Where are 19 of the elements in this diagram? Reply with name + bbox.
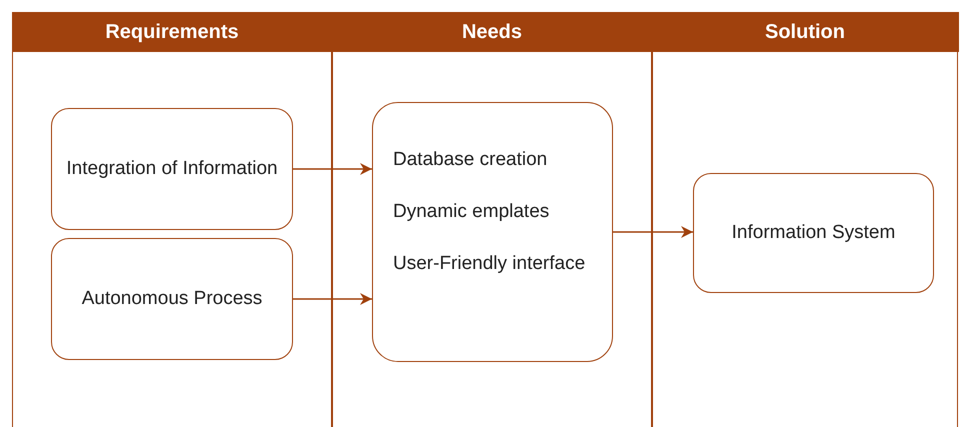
lane-header: Solution <box>652 12 958 52</box>
process-box <box>51 238 293 360</box>
process-box <box>51 108 293 230</box>
arrow <box>293 163 372 175</box>
swimlane <box>652 12 958 427</box>
box-text: Database creation <box>393 149 548 171</box>
lane-header: Requirements <box>12 12 332 52</box>
box-text: Information System <box>732 222 896 244</box>
arrow <box>293 293 372 305</box>
process-box <box>372 102 613 362</box>
swimlane <box>332 12 652 427</box>
arrow <box>613 226 693 238</box>
swimlane <box>12 12 332 427</box>
box-text: Autonomous Process <box>82 288 262 310</box>
box-text: Integration of Information <box>66 158 278 180</box>
box-text: Dynamic emplates <box>393 201 550 223</box>
lane-header: Needs <box>332 12 652 52</box>
process-box <box>693 173 934 293</box>
box-text: User-Friendly interface <box>393 253 586 275</box>
